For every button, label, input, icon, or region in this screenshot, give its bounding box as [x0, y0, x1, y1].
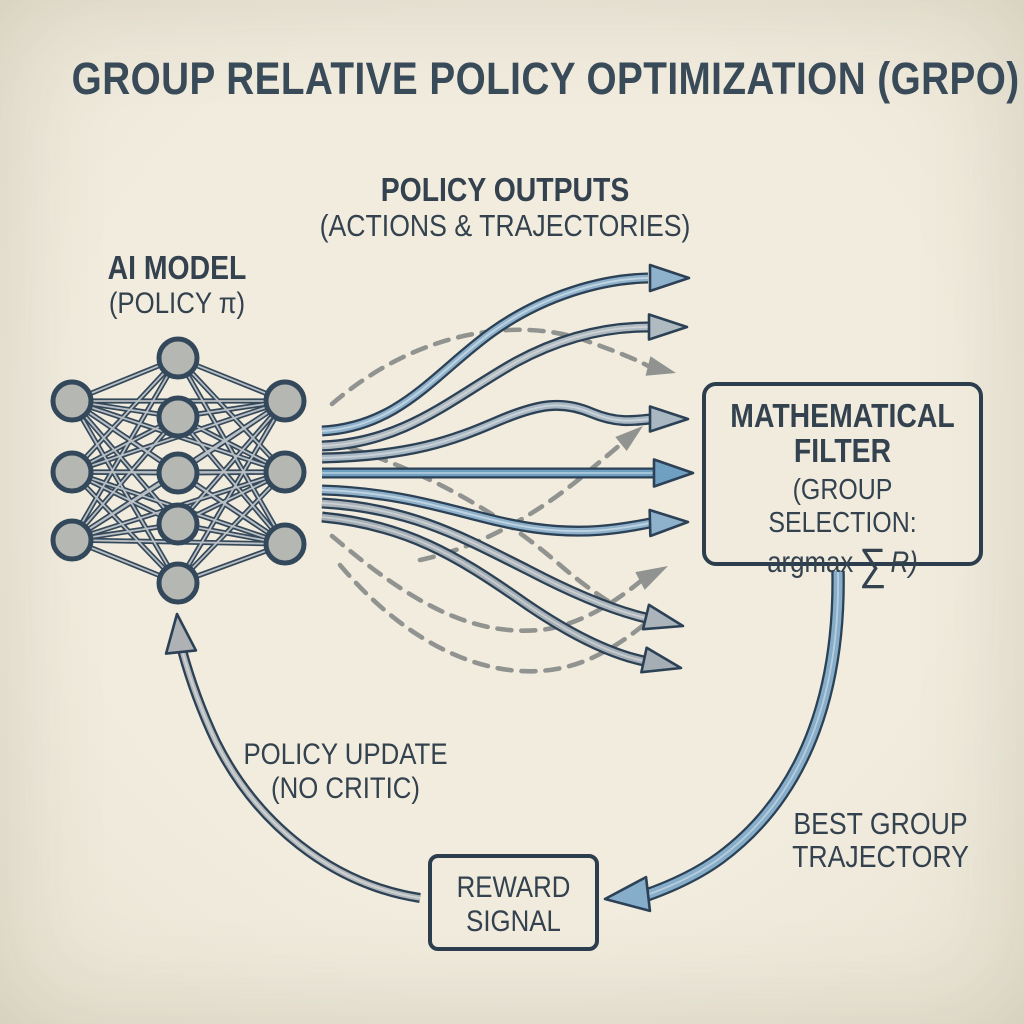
network-node [156, 336, 200, 380]
policy-output-arrow [321, 313, 689, 452]
policy-update-label: POLICY UPDATE (NO CRITIC) [210, 738, 481, 805]
neural-network-icon [50, 336, 307, 605]
dashed-trajectory [337, 562, 649, 674]
best-group-line1: BEST GROUP [793, 806, 968, 841]
policy-outputs-label: POLICY OUTPUTS (ACTIONS & TRAJECTORIES) [290, 171, 720, 244]
network-node [156, 561, 200, 605]
network-node [263, 379, 307, 423]
network-node [156, 395, 200, 439]
mathematical-filter-box: MATHEMATICAL FILTER (GROUP SELECTION: ar… [702, 382, 983, 588]
network-node [50, 379, 94, 423]
filter-line3: (GROUP SELECTION: [768, 473, 917, 540]
policy-output-arrow [321, 511, 683, 674]
policy-output-arrow [321, 263, 691, 437]
sum-symbol: ∑ [859, 539, 887, 589]
filter-line2: FILTER [793, 431, 892, 469]
dashed-trajectory [329, 327, 676, 407]
network-edges [69, 355, 288, 586]
policy-output-arrow [321, 399, 690, 464]
network-node [50, 518, 94, 562]
policy-outputs-line1: POLICY OUTPUTS [380, 171, 630, 208]
policy-output-arrow [322, 458, 695, 488]
network-node [263, 522, 307, 566]
best-group-line2: TRAJECTORY [792, 838, 969, 874]
ai-model-line2: (POLICY π) [108, 286, 246, 320]
network-nodes [50, 336, 307, 605]
reward-line2: SIGNAL [466, 904, 561, 938]
reward-signal-box: REWARD SIGNAL [428, 854, 599, 951]
filter-formula: argmax∑R) [767, 539, 918, 589]
ai-model-label: AI MODEL (POLICY π) [70, 249, 285, 321]
diagram-title: GROUP RELATIVE POLICY OPTIMIZATION (GRPO… [71, 53, 1020, 104]
dashed-trajectory [347, 445, 623, 611]
policy-output-arrow [321, 497, 685, 631]
dashed-trajectory [329, 533, 668, 633]
network-node [156, 451, 200, 495]
filter-line1: MATHEMATICAL [730, 397, 955, 434]
best-group-trajectory-label: BEST GROUP TRAJECTORY [771, 806, 990, 874]
policy-outputs-line2: (ACTIONS & TRAJECTORIES) [319, 207, 691, 243]
policy-output-arrows [321, 263, 695, 674]
network-node [263, 450, 307, 494]
dashed-trajectory [417, 426, 643, 563]
policy-update-line1: POLICY UPDATE [243, 738, 448, 771]
network-node [50, 450, 94, 494]
network-node [156, 502, 200, 546]
policy-update-line2: (NO CRITIC) [270, 771, 421, 805]
sampled-trajectories-dashed-arrows [329, 327, 676, 674]
ai-model-line1: AI MODEL [107, 249, 247, 286]
reward-line1: REWARD [456, 871, 571, 904]
policy-output-arrow [321, 484, 690, 538]
